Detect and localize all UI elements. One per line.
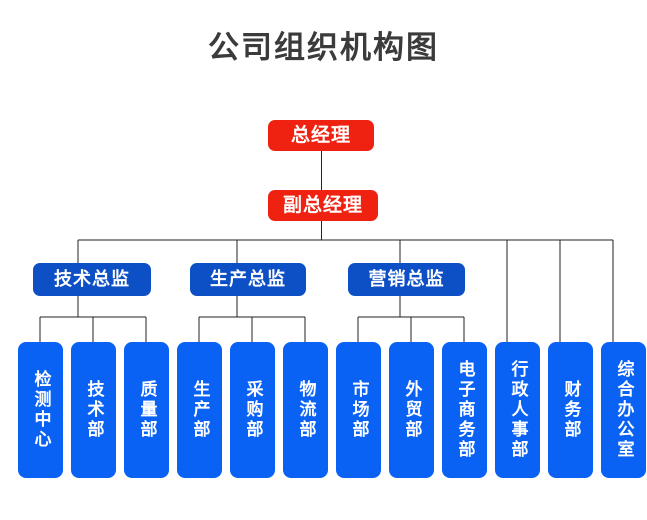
node-label: 质量部 [136,380,157,440]
node-ecommerce-dept[interactable]: 电子商务部 [442,342,487,478]
node-label: 技术部 [83,380,104,440]
node-deputy-general-manager[interactable]: 副总经理 [268,190,378,221]
node-production-director[interactable]: 生产总监 [190,263,306,296]
node-label: 财务部 [560,380,581,440]
node-label: 市场部 [348,380,369,440]
page-title: 公司组织机构图 [208,30,439,66]
node-label: 综合办公室 [613,360,634,460]
node-label: 物流部 [295,380,316,440]
node-label: 副总经理 [282,194,363,217]
node-label: 生产总监 [210,268,286,290]
node-purchasing-dept[interactable]: 采购部 [230,342,275,478]
node-market-dept[interactable]: 市场部 [336,342,381,478]
node-foreign-trade-dept[interactable]: 外贸部 [389,342,434,478]
node-general-office[interactable]: 综合办公室 [601,342,646,478]
node-label: 电子商务部 [454,360,475,460]
node-label: 总经理 [290,124,351,147]
node-tech-dept[interactable]: 技术部 [71,342,116,478]
node-general-manager[interactable]: 总经理 [268,120,374,151]
node-hr-admin-dept[interactable]: 行政人事部 [495,342,540,478]
node-label: 技术总监 [54,268,130,290]
node-finance-dept[interactable]: 财务部 [548,342,593,478]
node-marketing-director[interactable]: 营销总监 [348,263,465,296]
node-label: 生产部 [189,380,210,440]
node-technical-director[interactable]: 技术总监 [33,263,151,296]
node-label: 采购部 [242,380,263,440]
node-logistics-dept[interactable]: 物流部 [283,342,328,478]
node-label: 营销总监 [368,268,445,290]
node-label: 检测中心 [30,370,51,450]
node-production-dept[interactable]: 生产部 [177,342,222,478]
node-quality-dept[interactable]: 质量部 [124,342,169,478]
node-testing-center[interactable]: 检测中心 [18,342,63,478]
node-label: 外贸部 [401,380,422,440]
node-label: 行政人事部 [507,360,528,460]
